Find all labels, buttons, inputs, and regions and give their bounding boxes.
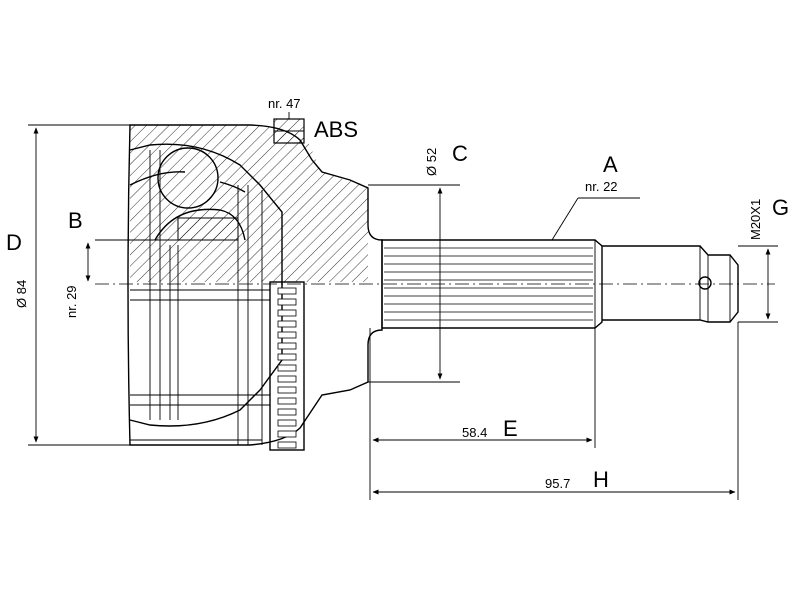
abs-tooth xyxy=(277,386,297,394)
diameter-c-value: Ø 52 xyxy=(424,148,439,176)
length-e-value: 58.4 xyxy=(462,425,487,440)
abs-tooth xyxy=(277,298,297,306)
label-h: H xyxy=(593,467,609,492)
spline-teeth-label: nr. 22 xyxy=(585,179,618,194)
cotter-pin-hole xyxy=(698,276,712,290)
label-b: B xyxy=(68,208,83,233)
label-a: A xyxy=(603,152,618,177)
threaded-stub xyxy=(602,245,739,323)
abs-tooth xyxy=(277,353,297,361)
abs-tooth xyxy=(277,309,297,317)
abs-tooth xyxy=(277,375,297,383)
abs-tooth xyxy=(277,320,297,328)
abs-tone-ring xyxy=(269,281,305,451)
inner-teeth-label: nr. 29 xyxy=(64,285,79,318)
ball-and-cage xyxy=(129,147,246,241)
abs-label: ABS xyxy=(314,117,358,142)
label-d: D xyxy=(6,230,22,255)
abs-tooth xyxy=(277,331,297,339)
abs-tooth xyxy=(277,287,297,295)
length-h-value: 95.7 xyxy=(545,476,570,491)
splined-shaft xyxy=(381,239,603,329)
joint-housing xyxy=(127,124,383,446)
label-c: C xyxy=(452,141,468,166)
thread-g-value: M20X1 xyxy=(748,199,763,240)
abs-teeth-label: nr. 47 xyxy=(268,96,301,111)
label-g: G xyxy=(772,195,789,220)
diameter-d-value: Ø 84 xyxy=(14,280,29,308)
abs-tooth xyxy=(277,441,297,449)
label-e: E xyxy=(503,416,518,441)
abs-tooth xyxy=(277,397,297,405)
abs-tooth xyxy=(277,419,297,427)
abs-tooth xyxy=(277,342,297,350)
abs-marker-tab xyxy=(273,118,305,144)
abs-tooth xyxy=(277,364,297,372)
abs-tooth xyxy=(277,430,297,438)
abs-tooth xyxy=(277,408,297,416)
